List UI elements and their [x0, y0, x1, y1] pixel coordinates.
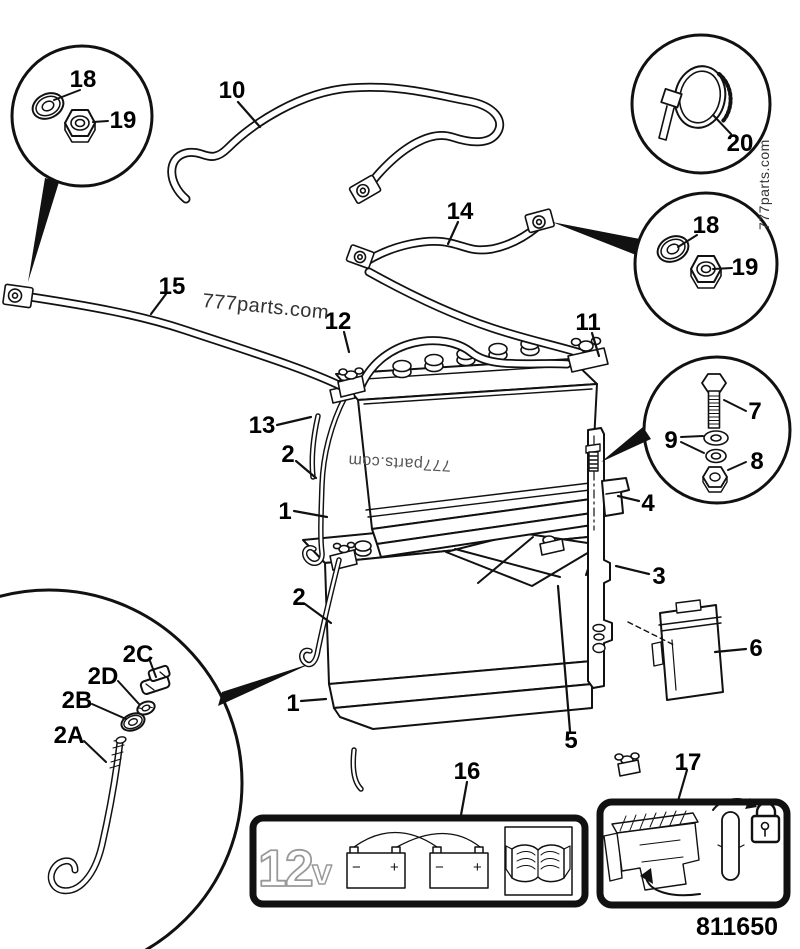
nut-8-icon [702, 466, 728, 493]
washers-9-icon [703, 430, 729, 464]
washer-2B-icon [120, 712, 146, 732]
book-icon [505, 844, 571, 883]
battery2-pos-sign: + [473, 859, 482, 876]
bolt-7-icon [701, 373, 727, 429]
lock-washer-2D-icon [136, 700, 156, 716]
pointer-arrow-to-bracket-bolt [601, 427, 651, 462]
battery1-pos-sign: + [390, 859, 399, 876]
cable-15 [2, 283, 352, 394]
callout-17: 17 [674, 749, 702, 776]
handle-rod-icon [712, 797, 757, 881]
callout-2-upper: 2 [281, 441, 295, 468]
battery-compartment-icon [603, 810, 701, 897]
callout-15: 15 [158, 273, 186, 300]
callout-10: 10 [218, 77, 246, 104]
callout-2B: 2B [61, 687, 93, 714]
cable-12-jumper [356, 336, 572, 391]
manual-book-panel [504, 826, 573, 896]
cable-15-terminal [2, 283, 34, 309]
callout-2D: 2D [87, 663, 119, 690]
detail-circle-18-19-top-left [10, 44, 154, 188]
mount-bracket-3 [585, 427, 613, 689]
detail-circle-cable-tie [630, 33, 772, 175]
callout-2C: 2C [122, 641, 154, 668]
callout-18-top-left: 18 [69, 66, 97, 93]
cable-to-terminal-11 [364, 267, 585, 358]
callout-16: 16 [453, 758, 481, 785]
cable-tie-20-icon [658, 65, 733, 141]
detail-circle-18-19-right [633, 191, 779, 337]
series-cable-arcs [353, 831, 481, 848]
drawing-part-number: 811650 [695, 913, 778, 941]
battery-schematic-1: − + [346, 846, 406, 889]
nut-19-icon [64, 109, 96, 143]
callout-20: 20 [726, 130, 754, 157]
detail-circle-bolt-hardware [642, 355, 792, 505]
cover-box-6 [627, 599, 724, 701]
callout-19-top-left: 19 [109, 107, 137, 134]
detail-circle-hold-down-parts [0, 588, 244, 949]
callout-18-right: 18 [692, 212, 720, 239]
callout-9: 9 [664, 427, 678, 454]
bracket-hardware-stack [592, 623, 606, 654]
pointer-arrow-to-right-circle [552, 222, 640, 255]
callout-2-lower: 2 [292, 584, 306, 611]
callout-7: 7 [748, 398, 762, 425]
callout-19-right: 19 [731, 254, 759, 281]
j-bolt-2A-icon [47, 736, 127, 895]
leader-lines [149, 100, 748, 817]
leader-lines-2abcd [83, 660, 157, 763]
callout-6: 6 [749, 635, 763, 662]
hold-down-rods [299, 379, 364, 792]
watermark-right-vertical: 777parts.com [756, 139, 772, 230]
upper-battery-drawing [335, 337, 598, 558]
nut-19-right-icon [690, 255, 722, 289]
callout-3: 3 [652, 563, 666, 590]
callout-1-lower: 1 [286, 690, 300, 717]
callout-5: 5 [564, 727, 578, 754]
pointer-arrow-holddown [218, 663, 312, 706]
bracket-bolt [585, 443, 601, 472]
battery-schematic-2: − + [429, 846, 489, 889]
callout-1-upper: 1 [278, 498, 292, 525]
pointer-arrow-top-left [28, 178, 59, 282]
voltage-unit-label: v [312, 851, 332, 892]
cable-14-right-eyelet [524, 208, 555, 234]
callout-11: 11 [575, 309, 601, 336]
callout-8: 8 [750, 448, 764, 475]
cable-14 [345, 208, 555, 269]
padlock-icon [750, 801, 781, 844]
battery2-neg-sign: − [435, 859, 444, 876]
cable-14-left-eyelet [345, 244, 375, 269]
callout-2A: 2A [53, 722, 85, 749]
callout-14: 14 [446, 198, 474, 225]
cable-10 [167, 82, 505, 204]
battery1-neg-sign: − [352, 859, 361, 876]
legend-box-17 [596, 797, 791, 909]
callout-12: 12 [324, 308, 352, 335]
voltage-label: 12 [258, 840, 312, 898]
washer-18-right-icon [656, 235, 690, 263]
cable-10-eyelet [348, 174, 382, 204]
clip-bracket-4 [601, 477, 630, 517]
callout-4: 4 [641, 490, 655, 517]
legend-box-16: 12 v − + − + [249, 814, 589, 908]
callout-13: 13 [248, 412, 276, 439]
